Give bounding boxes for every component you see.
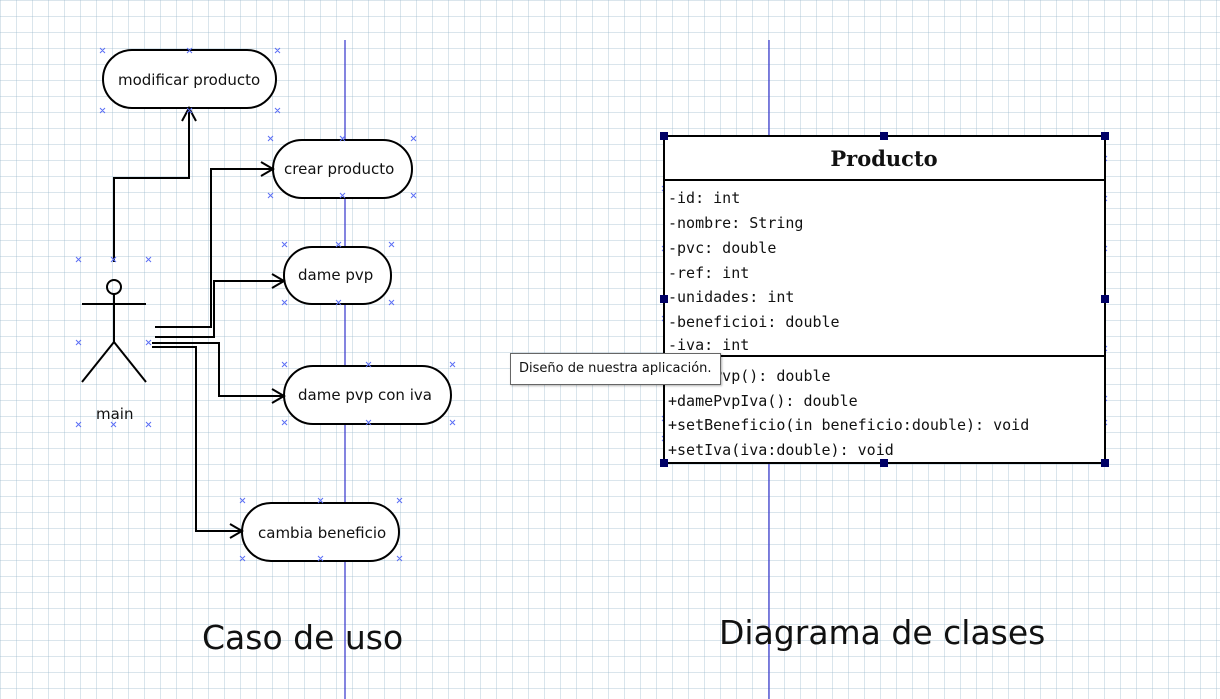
class-operation: +setIva(iva:double): void bbox=[668, 441, 894, 459]
class-attribute: -pvc: double bbox=[668, 239, 776, 257]
selection-handle[interactable] bbox=[660, 132, 668, 140]
class-operation: +damePvpIva(): double bbox=[668, 392, 858, 410]
class-attribute: -iva: int bbox=[668, 336, 749, 354]
selection-handle[interactable] bbox=[660, 295, 668, 303]
class-attribute: -beneficioi: double bbox=[668, 313, 840, 331]
use-case-label: dame pvp bbox=[298, 266, 373, 284]
connectors bbox=[113, 105, 286, 539]
actor-leg-right bbox=[113, 341, 147, 383]
tooltip: Diseño de nuestra aplicación. bbox=[510, 353, 721, 385]
use-case-label: modificar producto bbox=[118, 71, 260, 89]
selection-handle[interactable] bbox=[880, 132, 888, 140]
class-attribute: -nombre: String bbox=[668, 214, 803, 232]
selection-handle[interactable] bbox=[880, 459, 888, 467]
class-name: Producto bbox=[830, 146, 937, 171]
class-diagram-caption: Diagrama de clases bbox=[719, 613, 1045, 652]
class-attribute: -ref: int bbox=[668, 264, 749, 282]
actor-label: main bbox=[96, 405, 133, 423]
uml-class-producto[interactable]: Producto -id: int -nombre: String -pvc: … bbox=[660, 132, 1109, 467]
selection-handle[interactable] bbox=[1101, 295, 1109, 303]
class-operation: +setBeneficio(in beneficio:double): void bbox=[668, 416, 1029, 434]
arrowhead bbox=[271, 273, 286, 289]
class-attribute: -id: int bbox=[668, 189, 740, 207]
selection-handle[interactable] bbox=[660, 459, 668, 467]
selection-handle[interactable] bbox=[1101, 459, 1109, 467]
class-attribute: -unidades: int bbox=[668, 288, 794, 306]
selection-handle[interactable] bbox=[1101, 132, 1109, 140]
arrowhead bbox=[229, 523, 244, 539]
use-case-label: crear producto bbox=[284, 160, 394, 178]
use-case-label: dame pvp con iva bbox=[298, 386, 432, 404]
actor[interactable] bbox=[81, 279, 147, 383]
connector-modificar bbox=[113, 108, 190, 262]
arrowhead bbox=[260, 161, 275, 177]
connector-dame-pvp-iva bbox=[152, 342, 284, 397]
use-case-label: cambia beneficio bbox=[258, 524, 386, 542]
connector-cambia bbox=[152, 346, 242, 532]
connector-crear bbox=[155, 168, 273, 328]
actor-head bbox=[106, 279, 122, 295]
arrowhead bbox=[271, 388, 286, 404]
actor-leg-left bbox=[81, 341, 115, 383]
connector-dame-pvp bbox=[155, 280, 284, 338]
arrowhead bbox=[181, 105, 197, 122]
use-case-caption: Caso de uso bbox=[202, 618, 403, 657]
